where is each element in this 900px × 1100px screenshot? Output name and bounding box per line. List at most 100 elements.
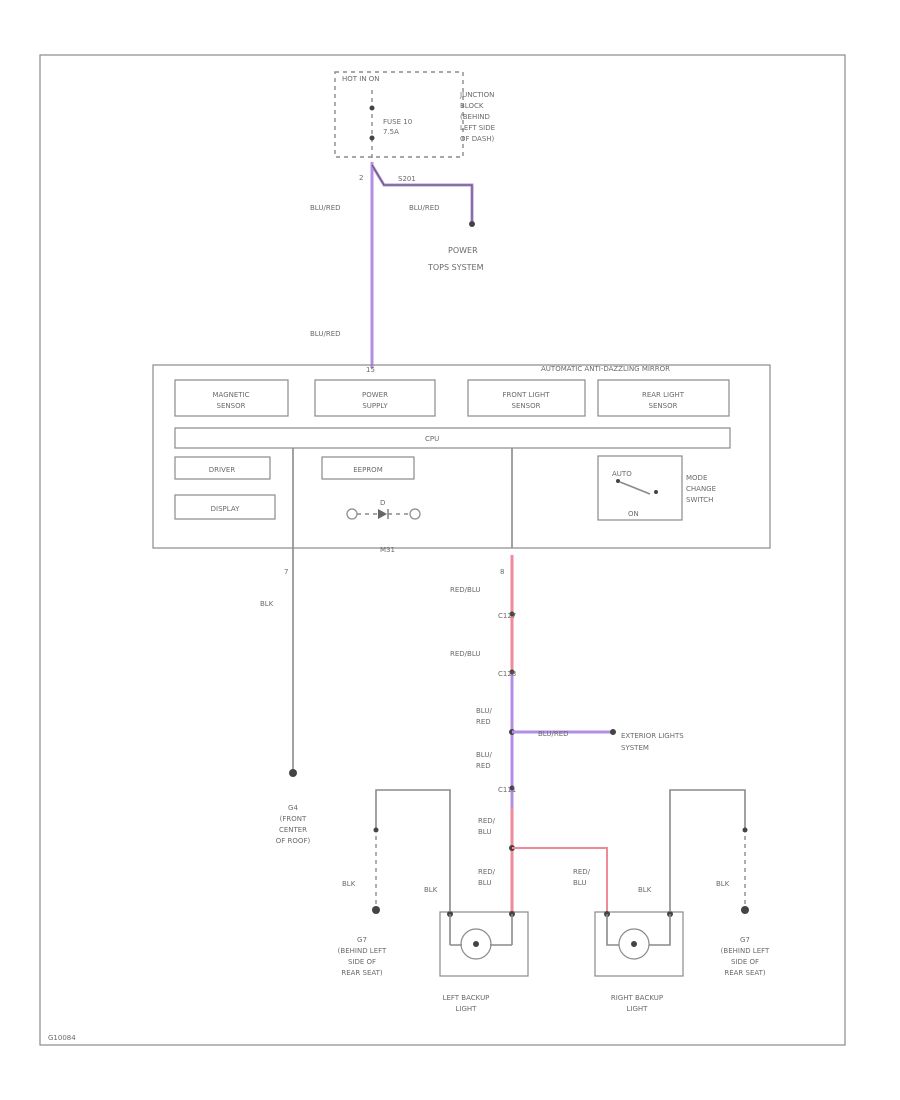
wire-label-blu-red-2a: BLU/ (476, 751, 492, 759)
wire-label-red-3a: RED/ (573, 868, 591, 876)
right-ground-connector (742, 827, 748, 833)
junction-block-label-5: OF DASH) (460, 135, 495, 143)
rear-light-sensor-box (597, 379, 730, 417)
ground-g4-label-2: CENTER (279, 826, 307, 834)
right-bulb-icon (618, 928, 650, 960)
left-bulb-filament (473, 941, 479, 947)
wire-label-2: BLU/RED (409, 204, 440, 212)
mode-switch-label-3: SWITCH (686, 496, 713, 504)
mirror-module (152, 364, 771, 549)
diode-icon (378, 509, 387, 519)
right-bulb-filament (631, 941, 637, 947)
fuse-label: FUSE 10 (383, 118, 412, 126)
mode-switch-box (597, 455, 683, 521)
mode-switch-label-1: MODE (686, 474, 707, 482)
splice-id: S201 (398, 175, 416, 183)
connector-c2-icon (509, 669, 515, 675)
rear-light-label-1: REAR LIGHT (642, 391, 685, 399)
diode-id: D (380, 499, 385, 507)
footer-code: G10084 (48, 1034, 76, 1042)
cpu-bus (174, 427, 731, 449)
display-box (174, 494, 276, 520)
wire-label-red-blu-1: RED/BLU (450, 586, 481, 594)
mode-switch-label-2: CHANGE (686, 485, 716, 493)
junction-block-outline (334, 71, 464, 158)
front-light-label-1: FRONT LIGHT (502, 391, 550, 399)
wire-label-blu-red-1a: BLU/ (476, 707, 492, 715)
ground-g4-label-1: (FRONT (280, 815, 307, 823)
diode-terminal-right (409, 508, 421, 520)
left-backup-light (439, 911, 529, 977)
switch-on-label: ON (628, 510, 639, 518)
wire-label-3: BLU/RED (310, 330, 341, 338)
wire-label-blk-d: BLK (716, 880, 730, 888)
junction-block-label-1: JUNCTION (459, 91, 494, 99)
ground-g7-right-icon (741, 906, 749, 914)
fuse-rating: 7.5A (383, 128, 399, 136)
driver-label: DRIVER (209, 466, 236, 474)
right-backup-light (594, 911, 684, 977)
wire-label-blk-left: BLK (260, 600, 274, 608)
power-tops-label-2: TOPS SYSTEM (427, 263, 484, 272)
connector-c2: C128 (498, 670, 516, 678)
wire-label-1: BLU/RED (310, 204, 341, 212)
power-tops-terminal (469, 221, 475, 227)
ground-g7-right-label-3: REAR SEAT) (724, 969, 766, 977)
wire-label-red-1a: RED/ (478, 817, 496, 825)
front-light-label-2: SENSOR (512, 402, 541, 410)
wire-label-red-3b: BLU (573, 879, 586, 887)
switch-auto-label: AUTO (612, 470, 632, 478)
mirror-title: AUTOMATIC ANTI-DAZZLING MIRROR (541, 365, 670, 373)
wire-label-blk-c: BLK (638, 886, 652, 894)
left-backup-label-2: LIGHT (456, 1005, 478, 1013)
right-backup-label-2: LIGHT (627, 1005, 649, 1013)
power-supply-label-2: SUPPLY (362, 402, 388, 410)
left-ground-loop (375, 789, 451, 912)
pin-left: 7 (284, 568, 288, 576)
power-wire-branch-edge (371, 164, 473, 222)
power-supply-box (314, 379, 436, 417)
wire-label-red-2b: BLU (478, 879, 491, 887)
exterior-terminal (610, 729, 616, 735)
switch-pivot (616, 479, 620, 483)
pin-right: 8 (500, 568, 504, 576)
ground-g4-id: G4 (288, 804, 298, 812)
eeprom-label: EEPROM (353, 466, 382, 474)
connector-c3: C111 (498, 786, 516, 794)
fuse-terminal-bottom (369, 135, 375, 141)
display-label: DISPLAY (211, 505, 240, 513)
power-wire-branch (370, 164, 474, 222)
rear-light-label-2: SENSOR (649, 402, 678, 410)
junction-block-label-2: BLOCK (460, 102, 484, 110)
magnetic-sensor-box (174, 379, 289, 417)
ground-g4-icon (289, 769, 297, 777)
diode-terminal-left (346, 508, 358, 520)
mirror-bottom-id: M31 (380, 546, 395, 554)
junction-block-label-4: LEFT SIDE (460, 124, 495, 132)
mirror-top-pin: 15 (366, 366, 375, 374)
switch-blade (619, 481, 651, 495)
wire-label-ext: BLU/RED (538, 730, 569, 738)
right-ground-loop (669, 789, 746, 912)
power-supply-label-1: POWER (362, 391, 388, 399)
ground-g7-left-label-1: (BEHIND LEFT (338, 947, 387, 955)
eeprom-box (321, 456, 415, 480)
magnetic-sensor-label-1: MAGNETIC (212, 391, 249, 399)
switch-contact (654, 490, 658, 494)
wire-label-red-1b: BLU (478, 828, 491, 836)
right-bulb-leads (606, 914, 671, 946)
fuse-terminal-top (369, 105, 375, 111)
front-light-sensor-box (467, 379, 586, 417)
ground-g7-left-id: G7 (357, 936, 367, 944)
driver-box (174, 456, 271, 480)
ground-g7-right-label-2: SIDE OF (731, 958, 759, 966)
ground-g7-left-label-3: REAR SEAT) (341, 969, 383, 977)
magnetic-sensor-label-2: SENSOR (217, 402, 246, 410)
wire-label-red-2a: RED/ (478, 868, 496, 876)
diagram-frame (39, 54, 846, 1046)
power-tops-label-1: POWER (448, 246, 478, 255)
right-backup-label-1: RIGHT BACKUP (611, 994, 663, 1002)
connector-c3-icon (509, 785, 515, 791)
ground-g7-left-icon (372, 906, 380, 914)
